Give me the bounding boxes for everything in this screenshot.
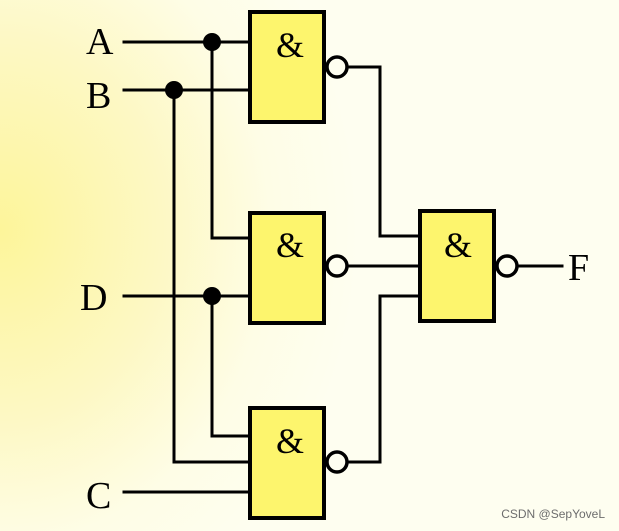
input-label-a: A	[86, 21, 114, 63]
internal-wires	[346, 65, 564, 464]
gate-final-inverter-bubble	[495, 254, 519, 278]
input-label-c: C	[86, 475, 111, 517]
input-wires	[122, 40, 252, 494]
gate-final-body	[418, 209, 496, 323]
wire-a-branch	[210, 40, 252, 240]
gate-final-symbol: &	[444, 225, 472, 265]
input-label-d: D	[80, 277, 107, 319]
nand-gate-final: &	[418, 209, 519, 323]
gate-middle-symbol: &	[276, 225, 304, 265]
junction-dot-d	[203, 287, 221, 305]
gate-top-inverter-bubble	[325, 55, 349, 79]
gate-bottom-symbol: &	[276, 421, 304, 461]
gate-middle-body	[248, 211, 326, 325]
gate-bottom-body	[248, 406, 326, 520]
output-label-f: F	[568, 247, 589, 289]
branch-wires	[172, 40, 252, 464]
wire-top-gate-output	[346, 65, 422, 238]
input-label-b: B	[86, 75, 111, 117]
gate-top-body	[248, 10, 326, 124]
wire-bottom-gate-output	[346, 294, 422, 464]
junction-dot-b	[165, 81, 183, 99]
nand-gate-top: &	[248, 10, 349, 124]
wire-b-branch	[172, 88, 252, 464]
junction-dot-a	[203, 33, 221, 51]
nand-gate-bottom: &	[248, 406, 349, 520]
gate-bottom-inverter-bubble	[325, 450, 349, 474]
gate-middle-inverter-bubble	[325, 254, 349, 278]
nand-gate-middle: &	[248, 211, 349, 325]
gate-top-symbol: &	[276, 25, 304, 65]
wire-d-branch	[210, 294, 252, 438]
watermark: CSDN @SepYoveL	[501, 507, 605, 521]
